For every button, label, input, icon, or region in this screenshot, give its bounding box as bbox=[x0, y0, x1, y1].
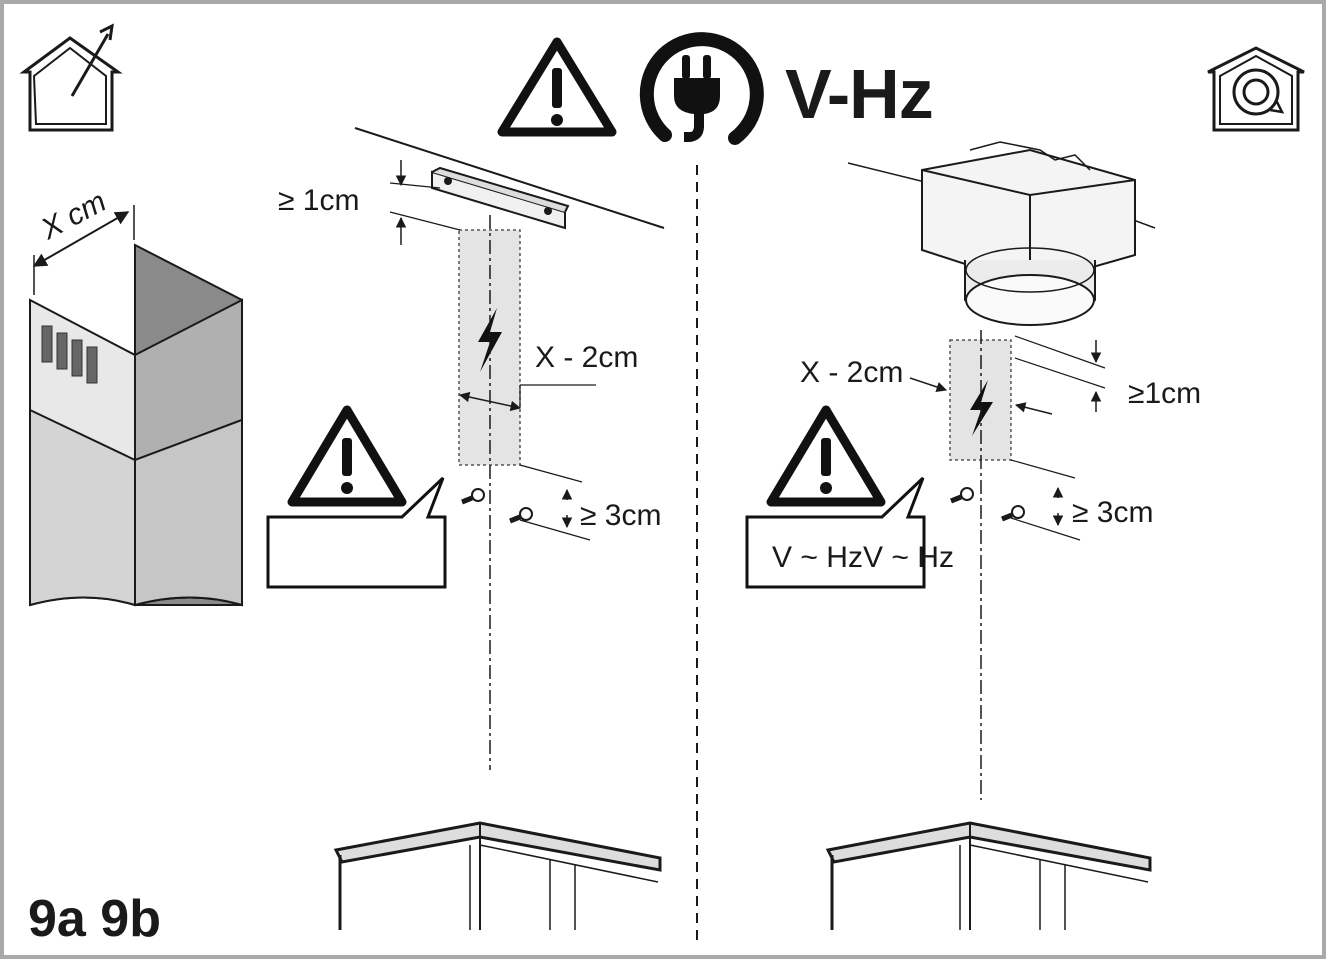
left-zone-width-dimension bbox=[458, 391, 522, 412]
figure-label: 9a 9b bbox=[28, 890, 161, 948]
right-top-gap-ext-lower bbox=[1014, 357, 1106, 389]
motor-housing bbox=[847, 141, 1156, 326]
right-bottom-gap-label: ≥ 3cm bbox=[1072, 496, 1153, 529]
right-warning-note-box bbox=[745, 476, 926, 589]
left-bottom-gap-label: ≥ 3cm bbox=[580, 499, 661, 532]
left-screw-1 bbox=[461, 488, 485, 505]
left-hood-cabinet bbox=[333, 821, 662, 930]
warning-triangle-icon bbox=[497, 37, 617, 137]
chimney-width-label: X cm bbox=[35, 185, 112, 247]
right-zone-width-arrow-right bbox=[1014, 402, 1053, 415]
right-zone-width-label: X - 2cm bbox=[800, 356, 903, 389]
right-screw-2 bbox=[1001, 505, 1025, 522]
left-zone-width-label: X - 2cm bbox=[535, 341, 638, 374]
left-warning-note-box bbox=[266, 476, 447, 589]
left-ceiling-line bbox=[354, 127, 665, 229]
right-screw-1 bbox=[950, 487, 974, 504]
left-top-gap-ext-lower bbox=[389, 211, 461, 231]
left-bottom-gap-ext-upper bbox=[519, 464, 583, 483]
right-bottom-gap-ext-upper bbox=[1010, 459, 1076, 479]
right-hood-cabinet bbox=[825, 821, 1152, 930]
left-warning-triangle-icon bbox=[287, 405, 407, 507]
left-wall-bracket bbox=[431, 166, 570, 230]
house-recirculation-icon bbox=[1207, 46, 1305, 132]
left-top-gap-label: ≥ 1cm bbox=[278, 184, 359, 217]
left-screw-2 bbox=[509, 507, 533, 524]
right-bottom-gap-ext-lower bbox=[1010, 517, 1081, 541]
right-warning-note-text: V ~ HzV ~ Hz bbox=[772, 541, 954, 574]
house-exhaust-icon bbox=[19, 23, 123, 132]
chimney-illustration bbox=[29, 243, 243, 607]
left-bottom-gap-ext-lower bbox=[519, 519, 591, 541]
power-plug-icon bbox=[639, 32, 764, 145]
right-top-gap-label: ≥1cm bbox=[1128, 377, 1201, 410]
chimney-width-dimension bbox=[32, 211, 130, 267]
right-warning-triangle-icon bbox=[766, 405, 886, 507]
right-zone-width-arrow-left bbox=[909, 377, 947, 392]
power-label: V-Hz bbox=[785, 55, 933, 133]
right-top-gap-ext-upper bbox=[1014, 335, 1106, 369]
chimney-vents bbox=[41, 325, 98, 384]
